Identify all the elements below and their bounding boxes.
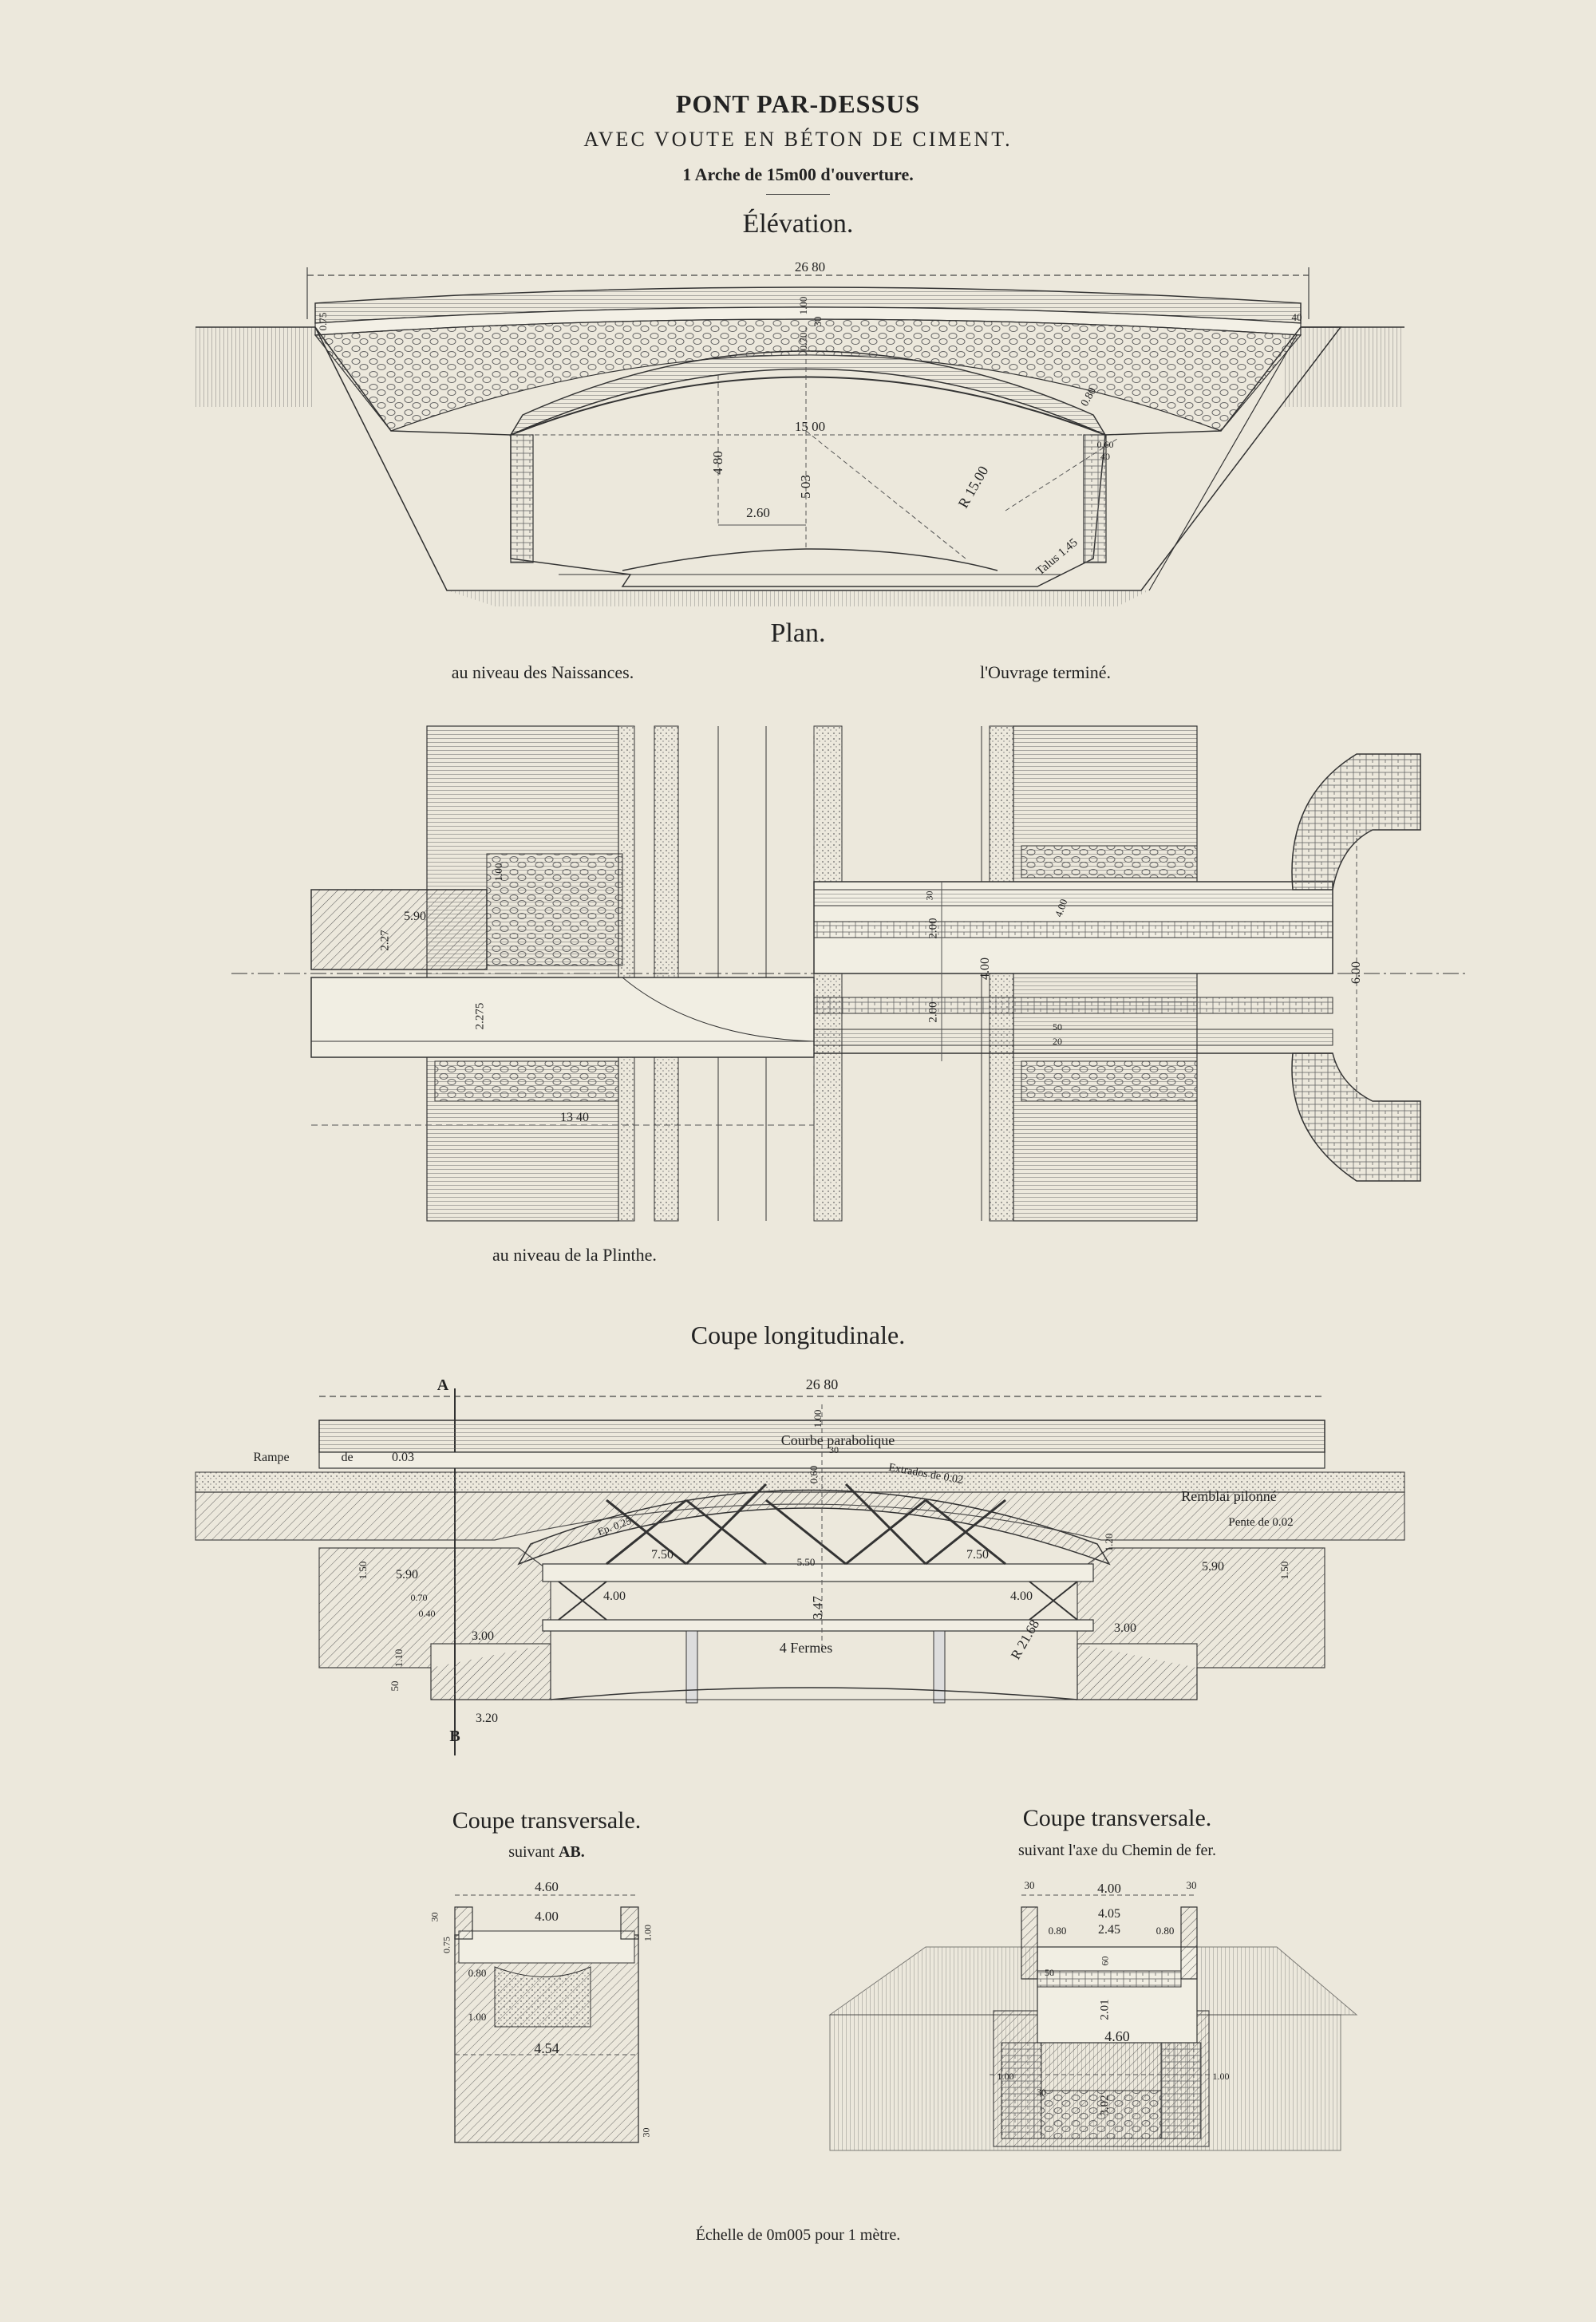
axe-dim-c4: 30 <box>1037 2087 1046 2098</box>
axe-dim-h1: 2.01 <box>1098 1999 1112 2020</box>
plan-left-caption: au niveau des Naissances. <box>451 662 634 682</box>
cl-590-r: 5.90 <box>1202 1560 1224 1574</box>
elev-dim-end-a: 0.75 <box>317 312 329 331</box>
plan-bottom-caption: au niveau de la Plinthe. <box>492 1245 657 1265</box>
cl-rampe: Rampe <box>253 1451 290 1464</box>
elev-dim-height: 5 03 <box>798 475 813 499</box>
arch-caption: 1 Arche de 15m00 d'ouverture. <box>682 164 914 184</box>
cl-320: 3.20 <box>476 1712 498 1725</box>
cl-300-r: 3.00 <box>1114 1621 1136 1635</box>
axe-dim-inner: 4.60 <box>1104 2028 1130 2044</box>
plan-dim-total-w: 6.00 <box>1349 962 1363 984</box>
coupe-ab-subtitle: suivant AB. <box>447 1843 646 1862</box>
ab-dim-p1: 30 <box>429 1912 440 1922</box>
ab-dim-d1: 0.80 <box>468 1967 487 1979</box>
plan-dim-abutment: 5.90 <box>404 910 426 923</box>
axe-dim-w1: 4.05 <box>1098 1907 1120 1921</box>
ab-dim-p2: 0.75 <box>440 1937 452 1953</box>
cl-150-r: 1.50 <box>1278 1561 1290 1580</box>
plan-dim-r2: 50 <box>1053 1021 1062 1033</box>
axe-dim-c1: 50 <box>1045 1967 1054 1978</box>
plan-dim-b: 2.275 <box>473 1002 487 1030</box>
plan-dim-w2: 2.00 <box>926 1001 940 1023</box>
elev-dim-center: 2.60 <box>746 505 770 520</box>
marker-a: A <box>437 1376 449 1394</box>
plan-dim-a: 2.27 <box>378 930 392 951</box>
axe-dim-top: 4.00 <box>1097 1881 1121 1896</box>
ab-dim-base: 4.54 <box>534 2040 559 2056</box>
elev-dim-side-a: 0.60 <box>1096 439 1114 450</box>
cl-120: 1.20 <box>1103 1533 1115 1552</box>
cl-fermes: 4 Fermes <box>779 1640 833 1656</box>
cl-050: 50 <box>389 1680 401 1692</box>
cl-590-l: 5.90 <box>396 1568 418 1582</box>
title-rule <box>766 194 830 195</box>
elev-dim-side-b: 40 <box>1100 451 1110 462</box>
elevation-title: Élévation. <box>742 209 854 239</box>
plan-dim-w1: 2.00 <box>926 918 940 939</box>
page-subtitle: AVEC VOUTE EN BÉTON DE CIMENT. <box>583 128 1013 151</box>
plan-dim-r3: 20 <box>1053 1036 1062 1047</box>
cl-de: de <box>341 1451 354 1464</box>
cl-crown3: 30 <box>829 1444 839 1455</box>
elev-dim-crown-fill: 1.00 <box>797 296 809 315</box>
axe-dim-c5: 60 <box>1099 1956 1111 1966</box>
plan-dim-road: 4.00 <box>978 958 992 980</box>
coupe-long-title: Coupe longitudinale. <box>690 1321 906 1349</box>
axe-dim-p1: 30 <box>1024 1879 1035 1891</box>
page-title: PONT PAR-DESSUS <box>675 89 921 118</box>
axe-dim-c3: 1.00 <box>1212 2071 1230 2082</box>
cl-110: 1.10 <box>393 1649 405 1668</box>
elev-dim-crown: 0.70 <box>797 332 809 351</box>
ab-dim-p3: 1.00 <box>642 1925 654 1941</box>
elev-dim-rise: 4 80 <box>710 451 725 475</box>
coupe-axe-title: Coupe transversale. <box>1022 1805 1212 1831</box>
ab-dim-top: 4.60 <box>535 1879 559 1894</box>
ab-dim-d2: 1.00 <box>468 2011 487 2023</box>
cl-remblai: Remblai pilonné <box>1181 1488 1277 1504</box>
cl-curve: Courbe parabolique <box>780 1432 895 1448</box>
cl-pente: Pente de 0.02 <box>1228 1516 1294 1529</box>
elev-dim-total: 26 80 <box>794 259 826 274</box>
elev-dim-end-b: 40 <box>1291 311 1302 323</box>
ab-dim-inner: 4.00 <box>535 1909 559 1924</box>
marker-b: B <box>449 1728 460 1745</box>
axe-dim-l1: 0.80 <box>1048 1925 1067 1937</box>
cl-crown2: 0.60 <box>808 1465 820 1484</box>
cl-400-r: 4.00 <box>1010 1589 1033 1603</box>
axe-dim-p2: 30 <box>1186 1879 1197 1891</box>
cl-total: 26 80 <box>805 1376 839 1392</box>
cl-550: 5.50 <box>796 1556 816 1568</box>
coupe-axe-subtitle: suivant l'axe du Chemin de fer. <box>1018 1842 1216 1859</box>
cl-150-l: 1.50 <box>357 1561 369 1580</box>
plan-dim-top: 1.00 <box>492 863 504 882</box>
plan-dim-length: 13 40 <box>560 1111 589 1124</box>
ab-dim-p4: 30 <box>640 2127 652 2138</box>
cl-750-l: 7.50 <box>651 1548 674 1562</box>
cl-070: 0.70 <box>410 1592 428 1603</box>
cl-400-l: 4.00 <box>603 1589 626 1603</box>
axe-dim-h2: 3.02 <box>1098 2095 1112 2116</box>
coupe-ab-subtitle-prefix: suivant <box>508 1843 555 1861</box>
coupe-ab-title: Coupe transversale. <box>452 1807 642 1834</box>
cl-040: 0.40 <box>418 1608 436 1619</box>
axe-dim-l2: 0.80 <box>1156 1925 1175 1937</box>
elev-dim-parapet: 30 <box>812 316 824 327</box>
scale-note: Échelle de 0m005 pour 1 mètre. <box>695 2226 901 2244</box>
cl-height: 3.47 <box>810 1596 825 1620</box>
cl-750-r: 7.50 <box>966 1548 989 1562</box>
coupe-ab-subtitle-bold: AB. <box>558 1843 585 1861</box>
cl-crown1: 1.00 <box>812 1409 824 1428</box>
plan-right-caption: l'Ouvrage terminé. <box>979 662 1111 682</box>
axe-dim-c2: 1.00 <box>997 2071 1014 2082</box>
plan-dim-r1: 30 <box>923 890 935 901</box>
cl-300-l: 3.00 <box>472 1629 494 1643</box>
axe-dim-w2: 2.45 <box>1098 1923 1120 1937</box>
plan-title: Plan. <box>770 618 826 648</box>
elev-dim-span: 15 00 <box>794 419 826 434</box>
cl-grade: 0.03 <box>392 1451 414 1464</box>
